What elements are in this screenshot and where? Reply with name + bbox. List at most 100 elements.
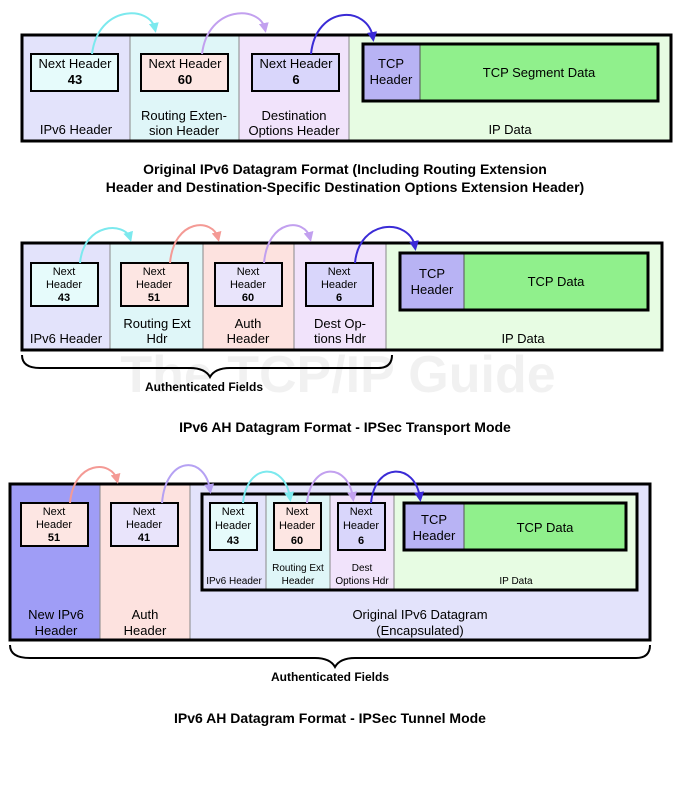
- d2-routing-label: Routing Ext: [123, 316, 191, 331]
- d3-nh-value: 41: [138, 532, 150, 544]
- d1-tcp-frame: [361, 42, 660, 103]
- d1-next-header-box: [30, 53, 119, 92]
- d3-inner-next-header-box: [209, 502, 258, 551]
- d3-encap-label: (Encapsulated): [376, 623, 463, 638]
- d3-tcp-frame: [402, 501, 628, 552]
- d1-nh-value: 6: [292, 72, 299, 87]
- d2-next-header-box: [305, 262, 374, 307]
- d3-inner-nh-label: Next: [350, 506, 373, 518]
- d3-inner-routing-label: Routing Ext: [272, 563, 324, 574]
- d1-caption: Header and Destination-Specific Destinat…: [106, 179, 584, 195]
- d3-arrow-cyan: [242, 470, 295, 504]
- d3-inner-ipdata-label: IP Data: [499, 576, 533, 587]
- d2-nh-label: Header: [46, 279, 82, 291]
- d3-nh-label: Next: [43, 506, 66, 518]
- d1-arrow-violet: [201, 12, 269, 55]
- d2-nh-value: 51: [148, 292, 160, 304]
- d3-outer-frame: [8, 482, 652, 642]
- d3-tcp-data-label: TCP Data: [517, 520, 575, 535]
- d1-nh-value: 43: [68, 72, 82, 87]
- d2-next-header-box: [30, 262, 99, 307]
- d3-auth-label: Auth: [132, 607, 159, 622]
- d3-new-ipv6-label: New IPv6: [28, 607, 84, 622]
- d2-nh-value: 6: [336, 292, 342, 304]
- d3-inner-next-header-box: [273, 502, 322, 551]
- d2-tcp-frame: [398, 251, 650, 312]
- watermark-text: The TCP/IP Guide: [120, 346, 555, 404]
- d2-arrow-cyan: [79, 227, 133, 264]
- d3-nh-label: Next: [133, 506, 156, 518]
- d2-authenticated-brace: [21, 354, 393, 380]
- d1-dest-label: Destination: [261, 108, 326, 123]
- d3-tcp-header-box: [404, 503, 464, 550]
- d2-nh-label: Next: [53, 266, 76, 278]
- d3-inner-nh-label: Header: [343, 520, 379, 532]
- d3-arrow-purple: [161, 464, 215, 504]
- d2-tcp-header-box: [400, 253, 464, 310]
- d3-nh-value: 51: [48, 532, 60, 544]
- d2-nh-value: 43: [58, 292, 70, 304]
- d1-nh-label: Next Header: [260, 56, 334, 71]
- d1-nh-label: Next Header: [39, 56, 113, 71]
- d3-next-header-box: [110, 502, 179, 547]
- diagram-original-datagram: Next Header 43 Next Header 60 Next Heade…: [20, 12, 673, 195]
- diagram-tunnel-mode: Next Header 51 Next Header 41 New IPv6 H…: [8, 464, 652, 726]
- d1-tcp-header-label: TCP: [378, 56, 404, 71]
- d2-dest-label: tions Hdr: [314, 331, 367, 346]
- d1-nh-value: 60: [178, 72, 192, 87]
- d1-outer-frame: [20, 33, 673, 143]
- d1-next-header-box: [251, 53, 340, 92]
- d2-nh-label: Next: [328, 266, 351, 278]
- d3-inner-nh-value: 6: [358, 535, 364, 547]
- d1-tcp-header-box: [363, 44, 420, 101]
- d1-tcp-data-label: TCP Segment Data: [483, 65, 596, 80]
- d2-auth-label: Auth: [235, 316, 262, 331]
- d3-inner-nh-label: Next: [222, 506, 245, 518]
- d2-ipv6-header-label: IPv6 Header: [30, 331, 103, 346]
- d1-routing-label: Routing Exten-: [141, 108, 227, 123]
- d2-auth-label: Header: [227, 331, 270, 346]
- d3-tcp-data-box: [464, 503, 626, 550]
- d3-arrow-blue: [370, 470, 425, 504]
- d2-next-header-box: [214, 262, 283, 307]
- d2-tcp-data-box: [464, 253, 648, 310]
- d2-arrow-violet: [263, 224, 314, 264]
- d1-arrow-cyan: [91, 12, 159, 55]
- d1-routing-label: sion Header: [149, 123, 220, 138]
- d3-inner-nh-label: Next: [286, 506, 309, 518]
- d3-nh-label: Header: [36, 519, 72, 531]
- d2-nh-label: Next: [237, 266, 260, 278]
- d3-inner-nh-label: Header: [279, 520, 315, 532]
- d2-tcp-data-label: TCP Data: [528, 274, 586, 289]
- d2-dest-label: Dest Op-: [314, 316, 366, 331]
- d3-arrow-violet: [306, 470, 358, 504]
- d3-inner-ipv6-label: IPv6 Header: [206, 576, 262, 587]
- diagram-transport-mode: Next Header 43 Next Header 51 Next Heade…: [20, 224, 664, 435]
- d3-encap-label: Original IPv6 Datagram: [352, 607, 487, 622]
- d2-brace-label: Authenticated Fields: [145, 380, 263, 394]
- d1-tcp-data-box: [420, 44, 658, 101]
- d3-new-ipv6-label: Header: [35, 623, 78, 638]
- d1-caption: Original IPv6 Datagram Format (Including…: [143, 161, 547, 177]
- d3-brace-label: Authenticated Fields: [271, 670, 389, 684]
- d1-next-header-box: [140, 53, 229, 92]
- d3-tcp-header-label: Header: [413, 528, 456, 543]
- d2-caption: IPv6 AH Datagram Format - IPSec Transpor…: [179, 419, 511, 435]
- d2-arrow-pink: [169, 224, 222, 264]
- d3-caption: IPv6 AH Datagram Format - IPSec Tunnel M…: [174, 710, 486, 726]
- d3-arrow-pink: [69, 466, 121, 504]
- d3-inner-nh-value: 43: [227, 535, 239, 547]
- d1-arrow-blue: [310, 14, 378, 55]
- d2-arrow-blue: [354, 226, 419, 264]
- d1-nh-label: Next Header: [149, 56, 223, 71]
- d3-inner-nh-value: 60: [291, 535, 303, 547]
- d1-dest-label: Options Header: [248, 123, 340, 138]
- d3-nh-label: Header: [126, 519, 162, 531]
- d2-nh-label: Header: [321, 279, 357, 291]
- d1-ipdata-label: IP Data: [488, 122, 532, 137]
- d2-nh-label: Next: [143, 266, 166, 278]
- d3-next-header-box: [20, 502, 89, 547]
- d3-authenticated-brace: [9, 644, 651, 670]
- d2-tcp-header-label: Header: [411, 282, 454, 297]
